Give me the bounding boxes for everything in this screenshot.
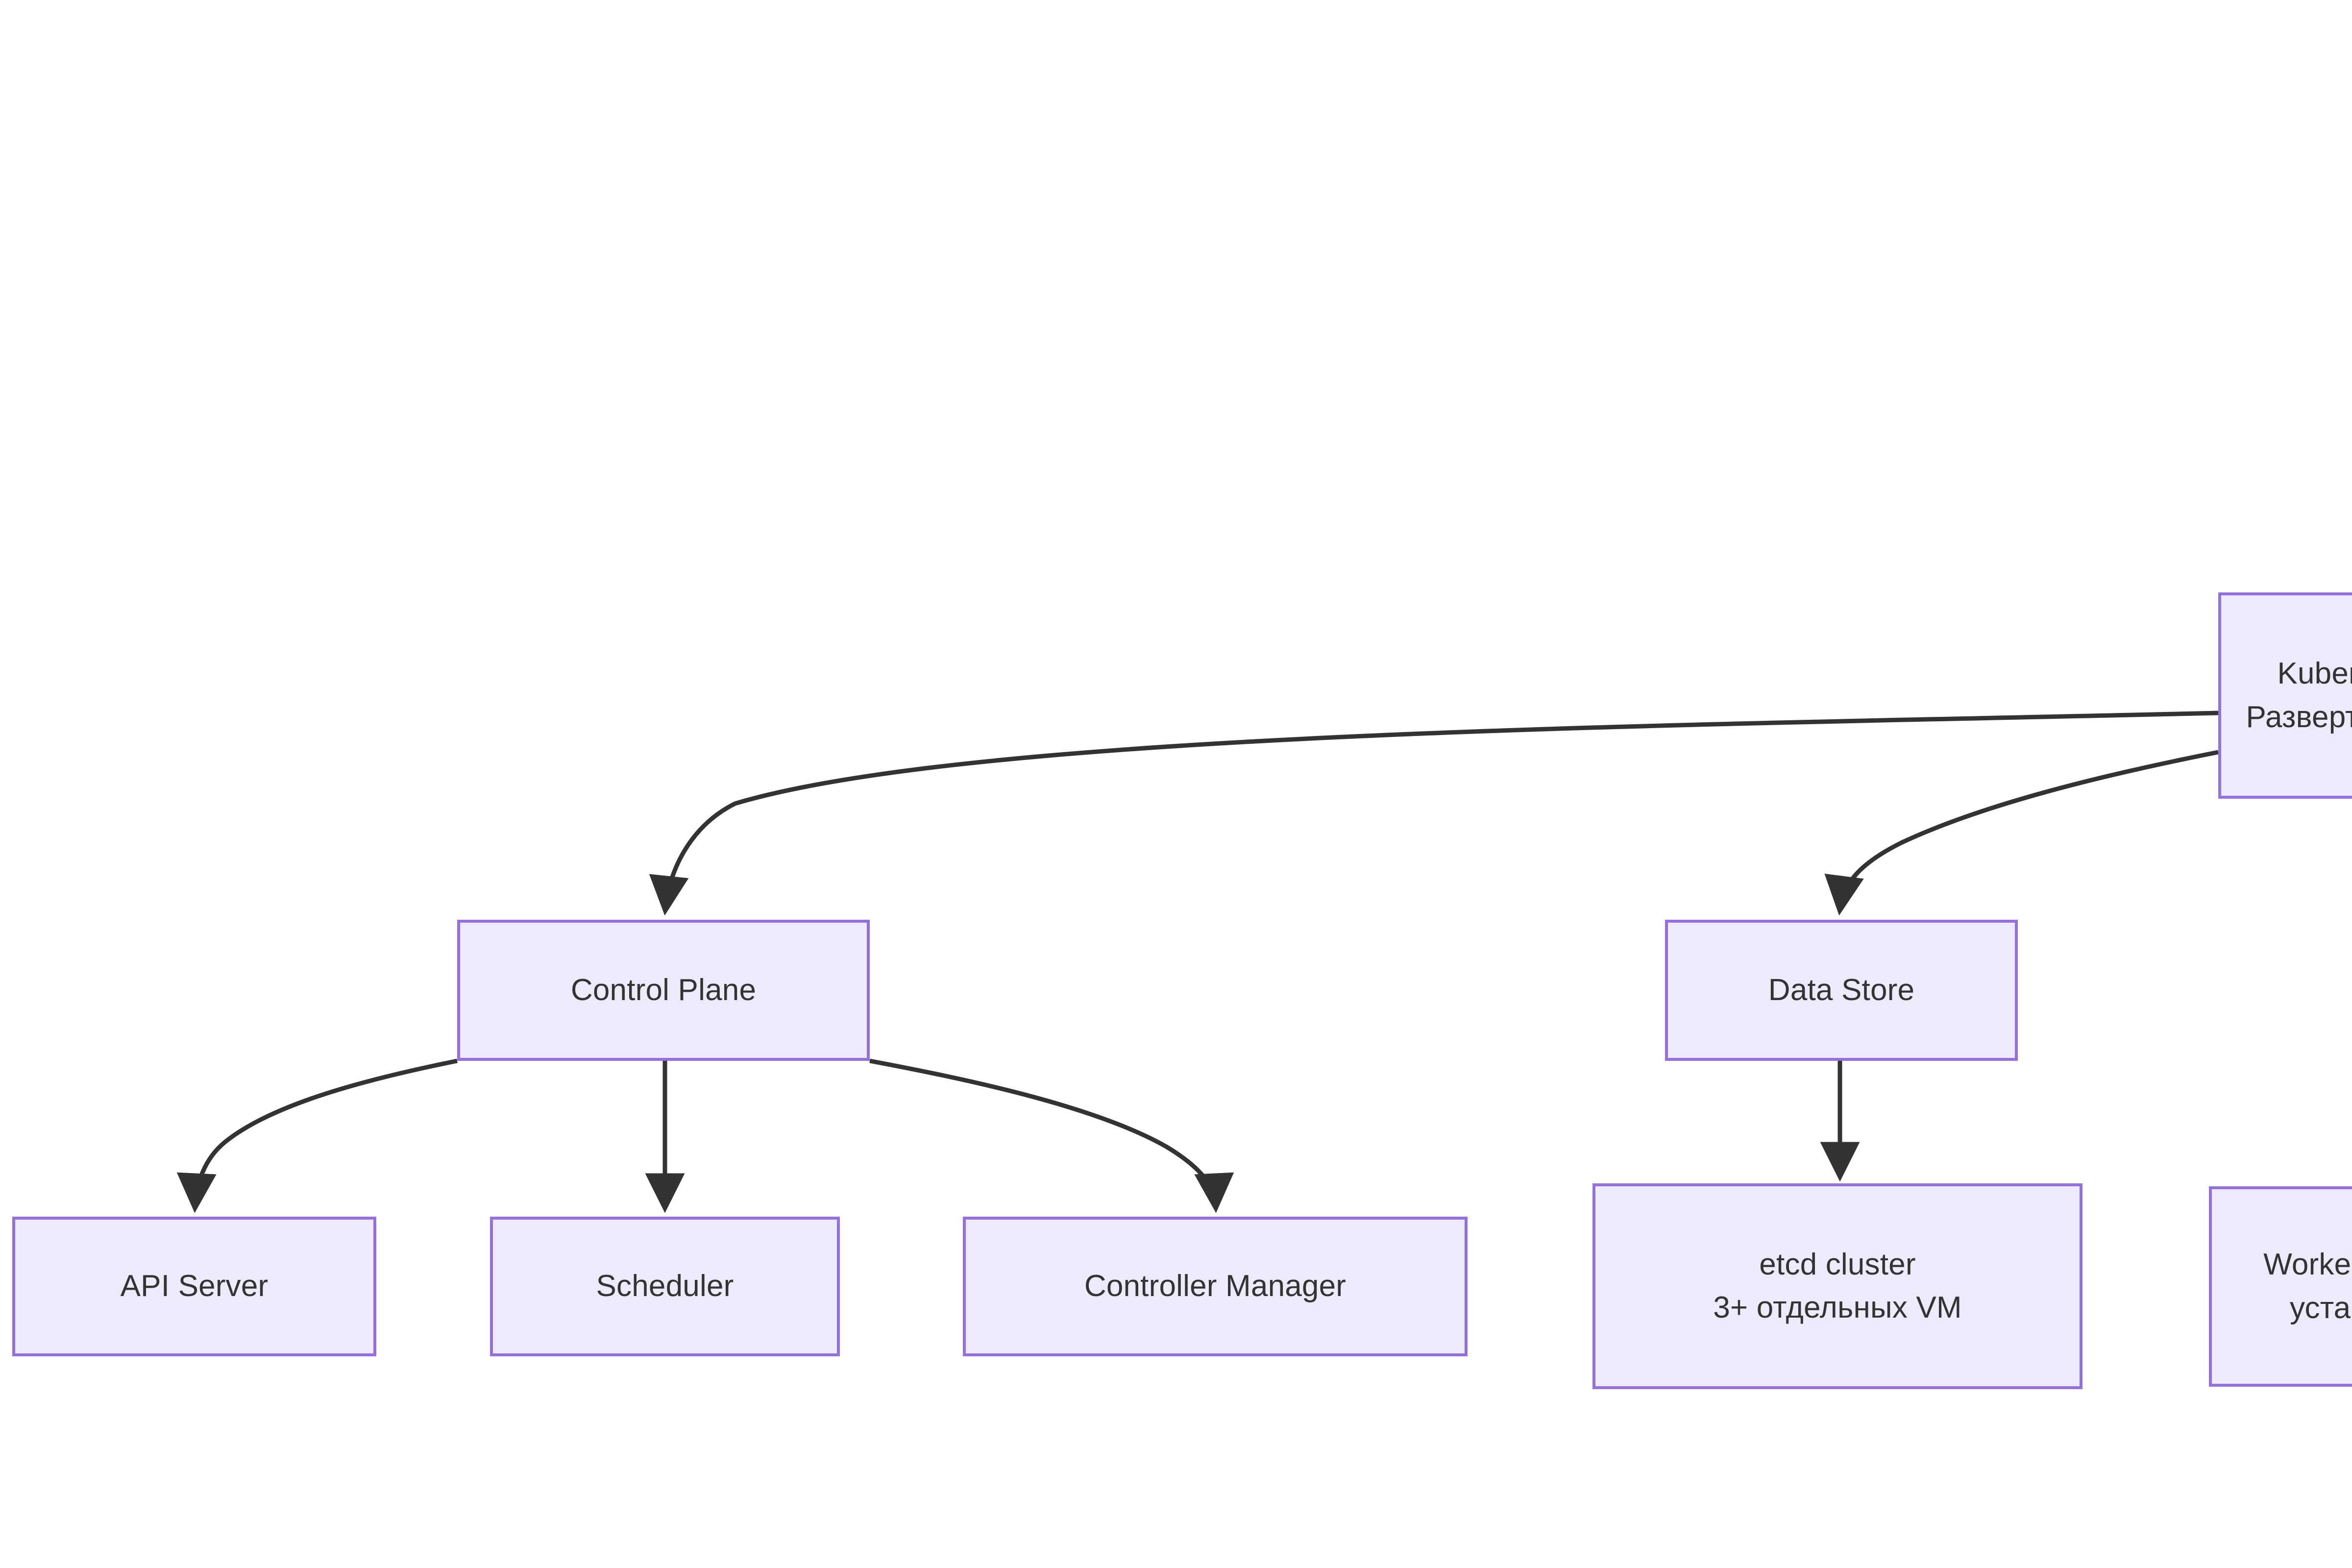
edge-control-plane-to-api-server <box>176 1058 458 1213</box>
node-api-server-label: API Server <box>120 1269 269 1303</box>
node-worker-nodes[interactable]: Worker Nodes установка <box>2209 1186 2352 1387</box>
node-scheduler[interactable]: Scheduler <box>490 1217 840 1356</box>
edge-control-plane-to-controller-manager <box>869 1058 1234 1213</box>
node-etcd-cluster[interactable]: etcd cluster 3+ отдельных VM <box>1592 1183 2082 1389</box>
node-root[interactable]: Kubernetes Развертывание <box>2218 592 2352 799</box>
node-controller-manager[interactable]: Controller Manager <box>963 1217 1468 1356</box>
node-root-line-1: Kubernetes <box>2277 657 2352 691</box>
node-controller-manager-label: Controller Manager <box>1084 1269 1347 1303</box>
node-etcd-line-1: etcd cluster <box>1759 1247 1916 1281</box>
node-root-line-2: Развертывание <box>2246 700 2352 734</box>
node-data-store-label: Data Store <box>1768 973 1915 1007</box>
node-api-server[interactable]: API Server <box>12 1217 376 1356</box>
node-scheduler-label: Scheduler <box>596 1269 734 1303</box>
node-worker-nodes-line-2: установка <box>2290 1291 2352 1325</box>
node-etcd-line-2: 3+ отдельных VM <box>1713 1291 1962 1324</box>
node-control-plane-label: Control Plane <box>570 973 757 1007</box>
node-control-plane[interactable]: Control Plane <box>457 920 870 1061</box>
edge-root-to-data-store <box>1824 750 2219 916</box>
node-data-store[interactable]: Data Store <box>1665 920 2018 1061</box>
node-worker-nodes-line-1: Worker Nodes <box>2263 1248 2352 1282</box>
edge-root-to-control-plane <box>649 710 2219 916</box>
